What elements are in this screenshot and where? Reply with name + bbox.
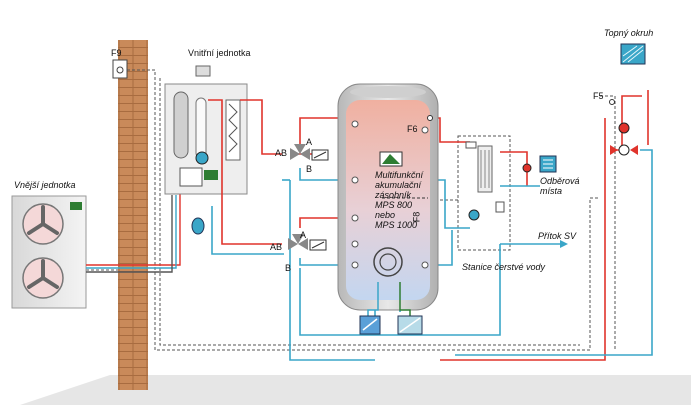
tapping-points-line-1: Odběrová [540,176,580,186]
sensor-f9-label: F9 [111,48,122,58]
heating-pump [618,122,630,134]
tank-line-4: MPS 800 [375,200,413,210]
tapping-points-label: Odběrová místa [540,176,580,196]
fresh-water-station [465,141,505,221]
valve-lower-ab-label: AB [270,242,283,252]
tank-description: Multifunkční akumulační zásobník MPS 800… [375,170,423,230]
solar-panel-icon [397,315,423,335]
refrigerant-lines [86,190,181,273]
solar-collector-icon [359,315,381,335]
tank-line-5: nebo [375,210,396,220]
cold-water-label: Přítok SV [538,231,577,241]
indoor-unit [164,65,248,195]
valve-upper-b-label: B [306,164,313,174]
valve-upper-ab-label: AB [275,148,288,158]
three-way-valve-lower [288,234,327,251]
sensor-f6-label: F6 [407,124,418,134]
cold-water-arrow [560,240,568,248]
fresh-water-station-label: Stanice čerstvé vody [462,262,546,272]
valve-upper-a-label: A [306,137,313,147]
tank-line-6: MPS 1000 [375,220,418,230]
expansion-vessel [191,217,205,235]
heating-circuit-label: Topný okruh [604,28,654,38]
heating-circuit-radiator [620,43,646,65]
outdoor-unit-label: Vnější jednotka [14,180,76,190]
outdoor-sensor-f9 [112,59,128,79]
sensor-f5-label: F5 [593,91,604,101]
circulation-pump-tapping [522,163,532,173]
valve-lower-a-label: A [300,230,307,240]
mixing-valve-motor [618,144,630,156]
tank-line-2: akumulační [375,180,422,190]
storage-tank [337,83,439,320]
return-pipes [211,149,653,361]
tapping-points-line-2: místa [540,186,563,196]
tank-line-1: Multifunkční [375,170,424,180]
floor [20,375,691,405]
outdoor-unit [11,195,87,309]
three-way-valve-upper [290,144,329,161]
brick-wall [118,40,148,390]
valve-lower-b-label: B [285,263,292,273]
tapping-point-icon [539,155,557,173]
indoor-unit-label: Vnitřní jednotka [188,48,251,58]
tank-line-3: zásobník [375,190,412,200]
